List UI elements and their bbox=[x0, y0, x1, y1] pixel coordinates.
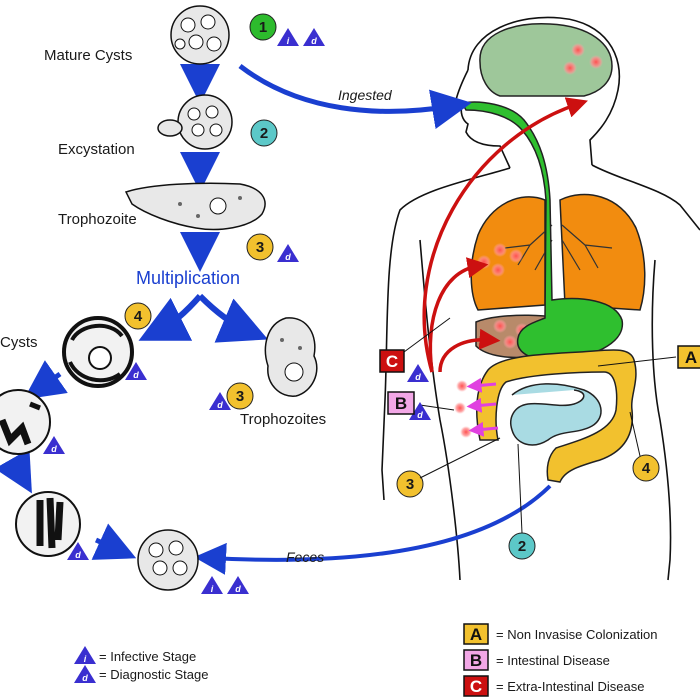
trophozoite-illustration bbox=[124, 182, 266, 231]
step-badge-4-body: 4 bbox=[632, 454, 660, 482]
step-badge-2-body: 2 bbox=[508, 532, 536, 560]
svg-text:d: d bbox=[311, 36, 317, 46]
leader-lines bbox=[403, 317, 677, 534]
passed-cyst-illustration bbox=[137, 529, 199, 591]
immature-cyst-illustration bbox=[15, 491, 81, 557]
diagnostic-marker-1: d bbox=[303, 28, 325, 46]
label-trophozoites: Trophozoites bbox=[240, 411, 326, 428]
svg-text:B: B bbox=[470, 651, 482, 670]
invasion-arrows bbox=[466, 377, 499, 437]
svg-text:C: C bbox=[386, 352, 398, 371]
right-lung bbox=[559, 193, 646, 311]
brain bbox=[479, 23, 613, 97]
svg-text:d: d bbox=[285, 252, 291, 262]
left-lung bbox=[470, 196, 546, 311]
svg-text:d: d bbox=[82, 673, 88, 683]
svg-text:A: A bbox=[470, 625, 482, 644]
svg-text:3: 3 bbox=[256, 239, 264, 256]
step-badge-3-body: 3 bbox=[396, 470, 424, 498]
svg-text:4: 4 bbox=[134, 308, 143, 325]
step-badge-4: 4 bbox=[124, 302, 152, 330]
legend-a: A = Non Invasise Colonization bbox=[463, 623, 658, 645]
label-multiplication: Multiplication bbox=[136, 268, 240, 288]
cyst-nucleated-illustration bbox=[62, 316, 134, 388]
infective-marker-passed: i bbox=[201, 576, 223, 594]
step-badge-1: 1 bbox=[249, 13, 277, 41]
small-intestine bbox=[510, 383, 602, 446]
diagnostic-marker-immature: d bbox=[67, 542, 89, 560]
svg-text:d: d bbox=[235, 584, 241, 594]
svg-text:d: d bbox=[417, 410, 423, 420]
label-trophozoite: Trophozoite bbox=[58, 211, 137, 228]
label-cysts: Cysts bbox=[0, 334, 38, 351]
svg-text:3: 3 bbox=[236, 388, 244, 405]
box-c-body: C bbox=[379, 349, 405, 373]
svg-text:i: i bbox=[211, 584, 214, 594]
svg-text:C: C bbox=[470, 677, 482, 696]
diagnostic-marker-cysts: d bbox=[125, 362, 147, 380]
box-b-body: B bbox=[387, 391, 415, 415]
svg-text:d: d bbox=[217, 400, 223, 410]
excystation-illustration bbox=[157, 94, 233, 150]
cycle-arrows bbox=[0, 64, 552, 575]
box-a-body: A bbox=[677, 345, 700, 369]
step-badge-3: 3 bbox=[246, 233, 274, 261]
label-excystation: Excystation bbox=[58, 141, 135, 158]
svg-text:d: d bbox=[75, 550, 81, 560]
mature-cyst-illustration bbox=[170, 5, 230, 65]
svg-text:B: B bbox=[395, 394, 407, 413]
svg-text:d: d bbox=[51, 444, 57, 454]
legend-infective: i = Infective Stage bbox=[74, 646, 196, 664]
svg-text:= Intestinal Disease: = Intestinal Disease bbox=[496, 653, 610, 668]
svg-text:4: 4 bbox=[642, 460, 651, 477]
label-ingested: Ingested bbox=[338, 87, 393, 103]
diagnostic-marker-3: d bbox=[277, 244, 299, 262]
svg-text:1: 1 bbox=[259, 19, 267, 36]
svg-text:2: 2 bbox=[260, 125, 268, 142]
diagnostic-marker-c: d bbox=[407, 364, 429, 382]
svg-text:= Extra-Intestinal Disease: = Extra-Intestinal Disease bbox=[496, 679, 644, 694]
trophozoite-multiplied-illustration bbox=[264, 317, 318, 397]
large-intestine-colon bbox=[475, 349, 637, 483]
svg-text:= Non Invasise Colonization: = Non Invasise Colonization bbox=[496, 627, 658, 642]
svg-text:i: i bbox=[287, 36, 290, 46]
svg-text:= Diagnostic Stage: = Diagnostic Stage bbox=[99, 667, 208, 682]
legend-c: C = Extra-Intestinal Disease bbox=[463, 675, 644, 697]
intestinal-lesions bbox=[454, 380, 472, 438]
diagnostic-marker-trophozoites: d bbox=[209, 392, 231, 410]
svg-text:d: d bbox=[415, 372, 421, 382]
legend-diagnostic: d = Diagnostic Stage bbox=[74, 665, 208, 683]
label-feces: Feces bbox=[286, 549, 324, 565]
extra-intestinal-spread-arrows bbox=[422, 97, 588, 373]
infective-marker-1: i bbox=[277, 28, 299, 46]
svg-text:3: 3 bbox=[406, 476, 414, 493]
label-mature-cysts: Mature Cysts bbox=[44, 47, 132, 64]
svg-text:2: 2 bbox=[518, 538, 526, 555]
legend-b: B = Intestinal Disease bbox=[463, 649, 610, 671]
svg-text:d: d bbox=[133, 370, 139, 380]
diagnostic-marker-precyst: d bbox=[43, 436, 65, 454]
svg-text:A: A bbox=[685, 348, 697, 367]
diagnostic-marker-b: d bbox=[409, 402, 431, 420]
diagnostic-marker-passed: d bbox=[227, 576, 249, 594]
svg-text:= Infective Stage: = Infective Stage bbox=[99, 649, 196, 664]
precyst-illustration bbox=[0, 389, 51, 455]
step-badge-3-trophozoites: 3 bbox=[226, 382, 254, 410]
step-badge-2: 2 bbox=[250, 119, 278, 147]
brain-lesions bbox=[563, 43, 603, 75]
svg-text:i: i bbox=[84, 654, 87, 664]
